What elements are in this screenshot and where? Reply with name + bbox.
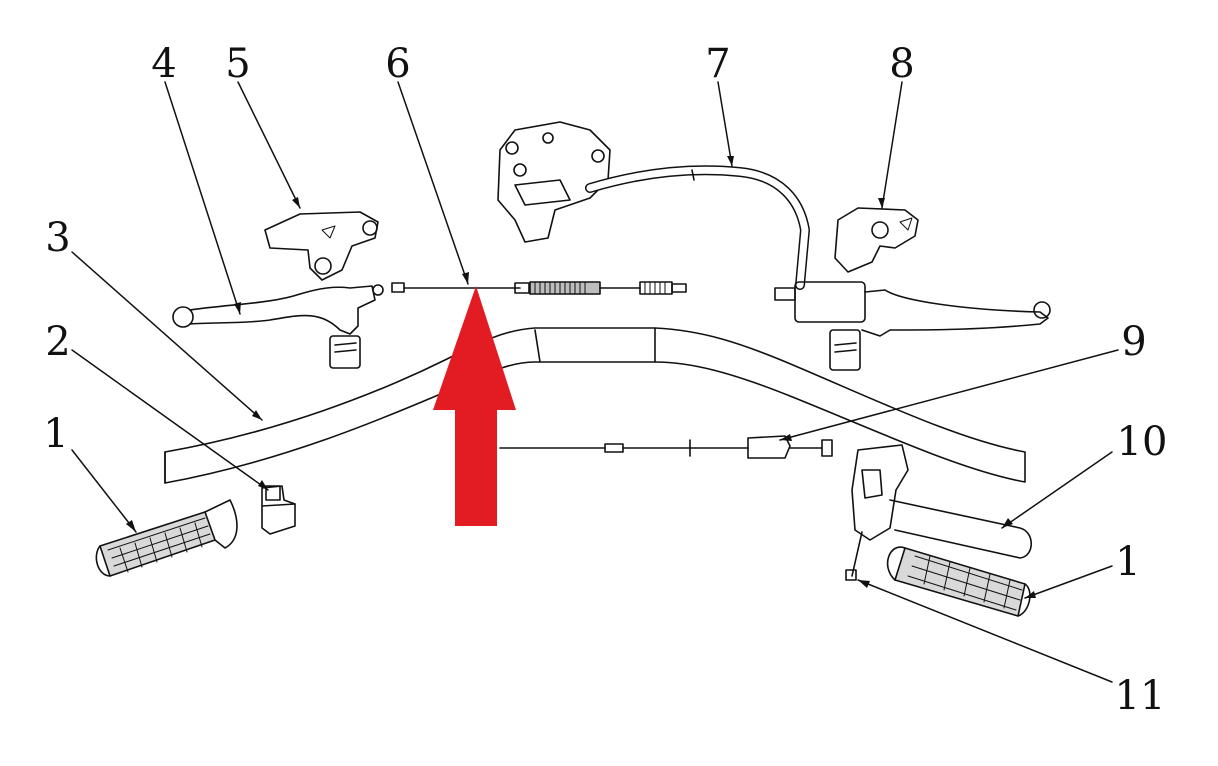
callout-1-right: 1 xyxy=(1115,539,1141,585)
throttle-cable xyxy=(499,435,833,459)
left-grip xyxy=(95,499,238,577)
callout-3: 3 xyxy=(45,215,71,261)
left-switch xyxy=(261,485,296,535)
brake-lever xyxy=(774,281,1051,371)
callout-11: 11 xyxy=(1114,673,1166,719)
right-grip xyxy=(886,546,1031,617)
brake-clamp-cover xyxy=(834,207,919,273)
callout-2: 2 xyxy=(45,319,71,365)
throttle-assembly xyxy=(851,444,1033,559)
callout-5: 5 xyxy=(225,41,251,87)
brake-caliper-hose xyxy=(497,121,810,290)
callout-4: 4 xyxy=(151,41,177,87)
callout-9: 9 xyxy=(1121,319,1147,365)
callout-10: 10 xyxy=(1116,419,1168,465)
leader-lines xyxy=(71,81,1119,683)
clutch-clamp-cover xyxy=(264,211,379,281)
handlebar xyxy=(164,327,1026,484)
callout-7: 7 xyxy=(705,41,731,87)
callout-8: 8 xyxy=(889,41,915,87)
clutch-lever xyxy=(172,284,384,369)
clutch-cable xyxy=(391,281,687,295)
screw xyxy=(845,531,863,581)
leader-arrowheads xyxy=(126,156,1036,598)
callout-6: 6 xyxy=(385,41,411,87)
highlight-arrow xyxy=(433,286,516,526)
callout-1-left: 1 xyxy=(43,411,69,457)
